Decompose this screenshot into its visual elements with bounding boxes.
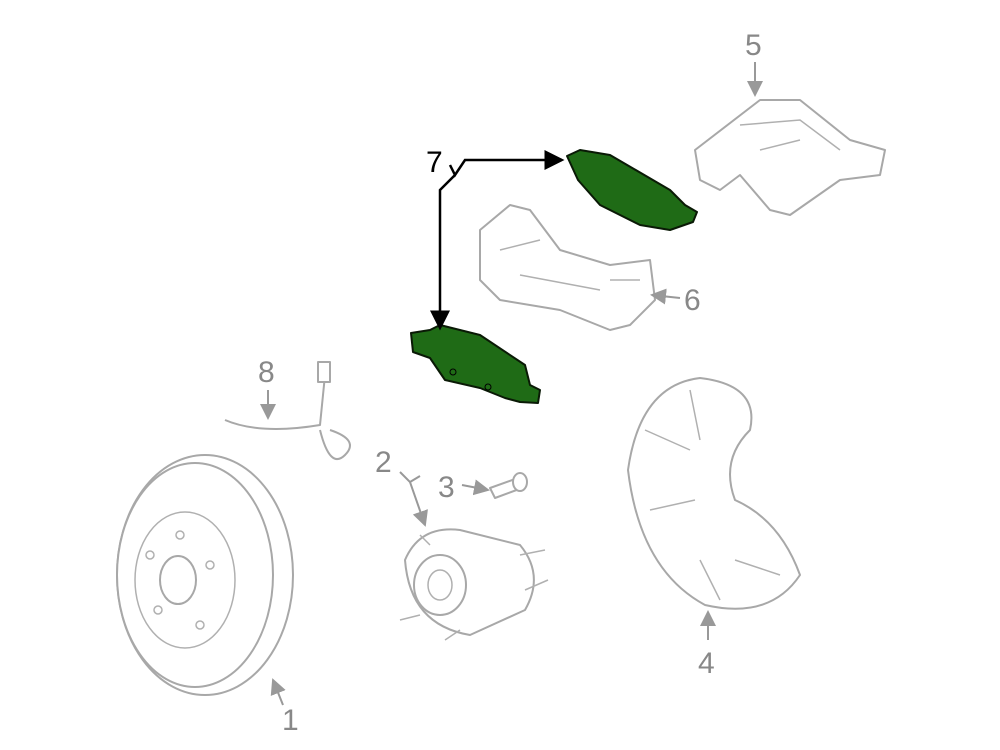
- callout-1[interactable]: 1: [282, 704, 299, 737]
- brake-rotor[interactable]: [116, 454, 294, 696]
- callout-4[interactable]: 4: [698, 647, 715, 680]
- brake-pad-upper[interactable]: [566, 149, 698, 231]
- callout-7[interactable]: 7: [426, 146, 443, 179]
- callout-2[interactable]: 2: [375, 446, 392, 479]
- leader-3: [461, 479, 490, 496]
- leader-6: [650, 288, 681, 305]
- caliper[interactable]: [694, 99, 886, 216]
- leader-1: [270, 678, 286, 706]
- brake-hose[interactable]: [224, 361, 351, 461]
- leader-2b: [409, 475, 421, 483]
- callout-3[interactable]: 3: [438, 471, 455, 504]
- leader-7a: [448, 150, 565, 178]
- brake-pad-lower[interactable]: [410, 324, 541, 404]
- splash-shield[interactable]: [627, 377, 801, 610]
- callout-5[interactable]: 5: [745, 29, 762, 62]
- hub-bearing[interactable]: [399, 528, 549, 641]
- leader-7b: [430, 174, 456, 331]
- bolt[interactable]: [489, 472, 528, 499]
- callout-8[interactable]: 8: [258, 356, 275, 389]
- caliper-bracket[interactable]: [479, 204, 656, 331]
- callout-6[interactable]: 6: [684, 284, 701, 317]
